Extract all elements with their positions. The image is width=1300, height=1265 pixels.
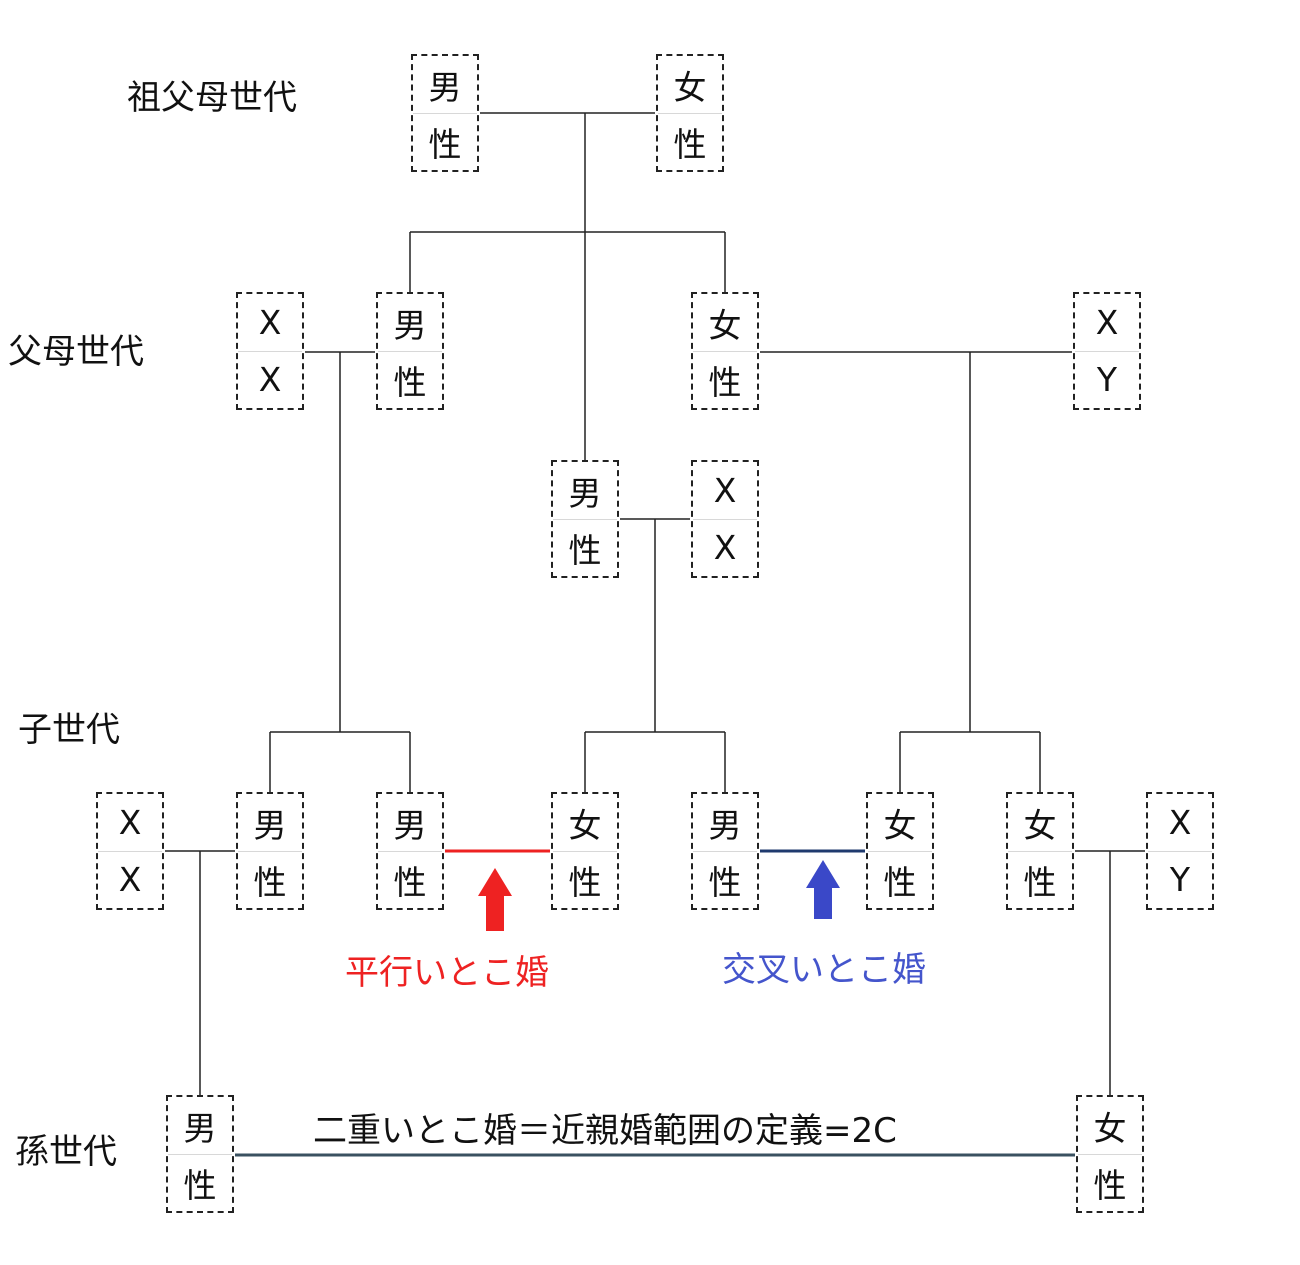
box-bottom-text: 性 (428, 124, 462, 164)
person-box-m-male: 男 性 (551, 460, 619, 578)
box-top-text: 女 (1023, 805, 1057, 845)
person-box-p-male: 男 性 (376, 292, 444, 410)
box-top-text: 女 (708, 305, 742, 345)
double-cousin-marriage-label: 二重いとこ婚＝近親婚範囲の定義=2C (313, 1111, 897, 1151)
person-box-p-xy-right: X Y (1073, 292, 1141, 410)
person-box-g-male: 男 性 (166, 1095, 234, 1213)
box-top-text: X (713, 471, 737, 510)
box-bottom-text: 性 (393, 862, 427, 902)
box-bottom-text: X (118, 860, 142, 899)
person-box-c-male2: 男 性 (376, 792, 444, 910)
box-top-text: 女 (1093, 1108, 1127, 1148)
box-bottom-text: 性 (1093, 1165, 1127, 1205)
box-top-text: 女 (883, 805, 917, 845)
box-top-text: X (1168, 803, 1192, 842)
box-top-text: X (258, 303, 282, 342)
box-bottom-text: Y (1096, 360, 1118, 399)
person-box-c-female2: 女 性 (866, 792, 934, 910)
gen-label-grandparents: 祖父母世代 (127, 78, 297, 118)
box-top-text: 男 (428, 67, 462, 107)
person-box-c-xy: X Y (1146, 792, 1214, 910)
box-bottom-text: X (258, 360, 282, 399)
box-top-text: 男 (393, 305, 427, 345)
box-bottom-text: 性 (568, 862, 602, 902)
person-box-c-female3: 女 性 (1006, 792, 1074, 910)
box-bottom-text: 性 (568, 530, 602, 570)
gen-label-parents: 父母世代 (8, 332, 144, 372)
box-bottom-text: 性 (1023, 862, 1057, 902)
box-top-text: 男 (568, 473, 602, 513)
box-bottom-text: X (713, 528, 737, 567)
gen-label-grandchildren: 孫世代 (15, 1132, 117, 1172)
box-bottom-text: 性 (708, 862, 742, 902)
box-bottom-text: 性 (883, 862, 917, 902)
person-box-c-male1: 男 性 (236, 792, 304, 910)
box-top-text: 女 (673, 67, 707, 107)
person-box-m-xx: X X (691, 460, 759, 578)
box-top-text: X (118, 803, 142, 842)
parallel-cousin-marriage-label: 平行いとこ婚 (345, 953, 549, 993)
person-box-gp-male: 男 性 (411, 54, 479, 172)
box-top-text: 男 (708, 805, 742, 845)
parallel-arrow-icon (478, 868, 512, 931)
person-box-g-female: 女 性 (1076, 1095, 1144, 1213)
box-top-text: 男 (253, 805, 287, 845)
person-box-c-male3: 男 性 (691, 792, 759, 910)
person-box-p-female: 女 性 (691, 292, 759, 410)
box-top-text: 男 (393, 805, 427, 845)
gen-label-children: 子世代 (18, 710, 120, 750)
box-bottom-text: 性 (708, 362, 742, 402)
person-box-gp-female: 女 性 (656, 54, 724, 172)
box-bottom-text: Y (1169, 860, 1191, 899)
cross-arrow-icon (806, 860, 840, 919)
box-bottom-text: 性 (393, 362, 427, 402)
person-box-c-xx: X X (96, 792, 164, 910)
box-top-text: 男 (183, 1108, 217, 1148)
cross-cousin-marriage-label: 交叉いとこ婚 (722, 950, 926, 990)
box-bottom-text: 性 (253, 862, 287, 902)
box-top-text: X (1095, 303, 1119, 342)
person-box-c-female1: 女 性 (551, 792, 619, 910)
box-top-text: 女 (568, 805, 602, 845)
person-box-p-xx-left: X X (236, 292, 304, 410)
box-bottom-text: 性 (183, 1165, 217, 1205)
box-bottom-text: 性 (673, 124, 707, 164)
